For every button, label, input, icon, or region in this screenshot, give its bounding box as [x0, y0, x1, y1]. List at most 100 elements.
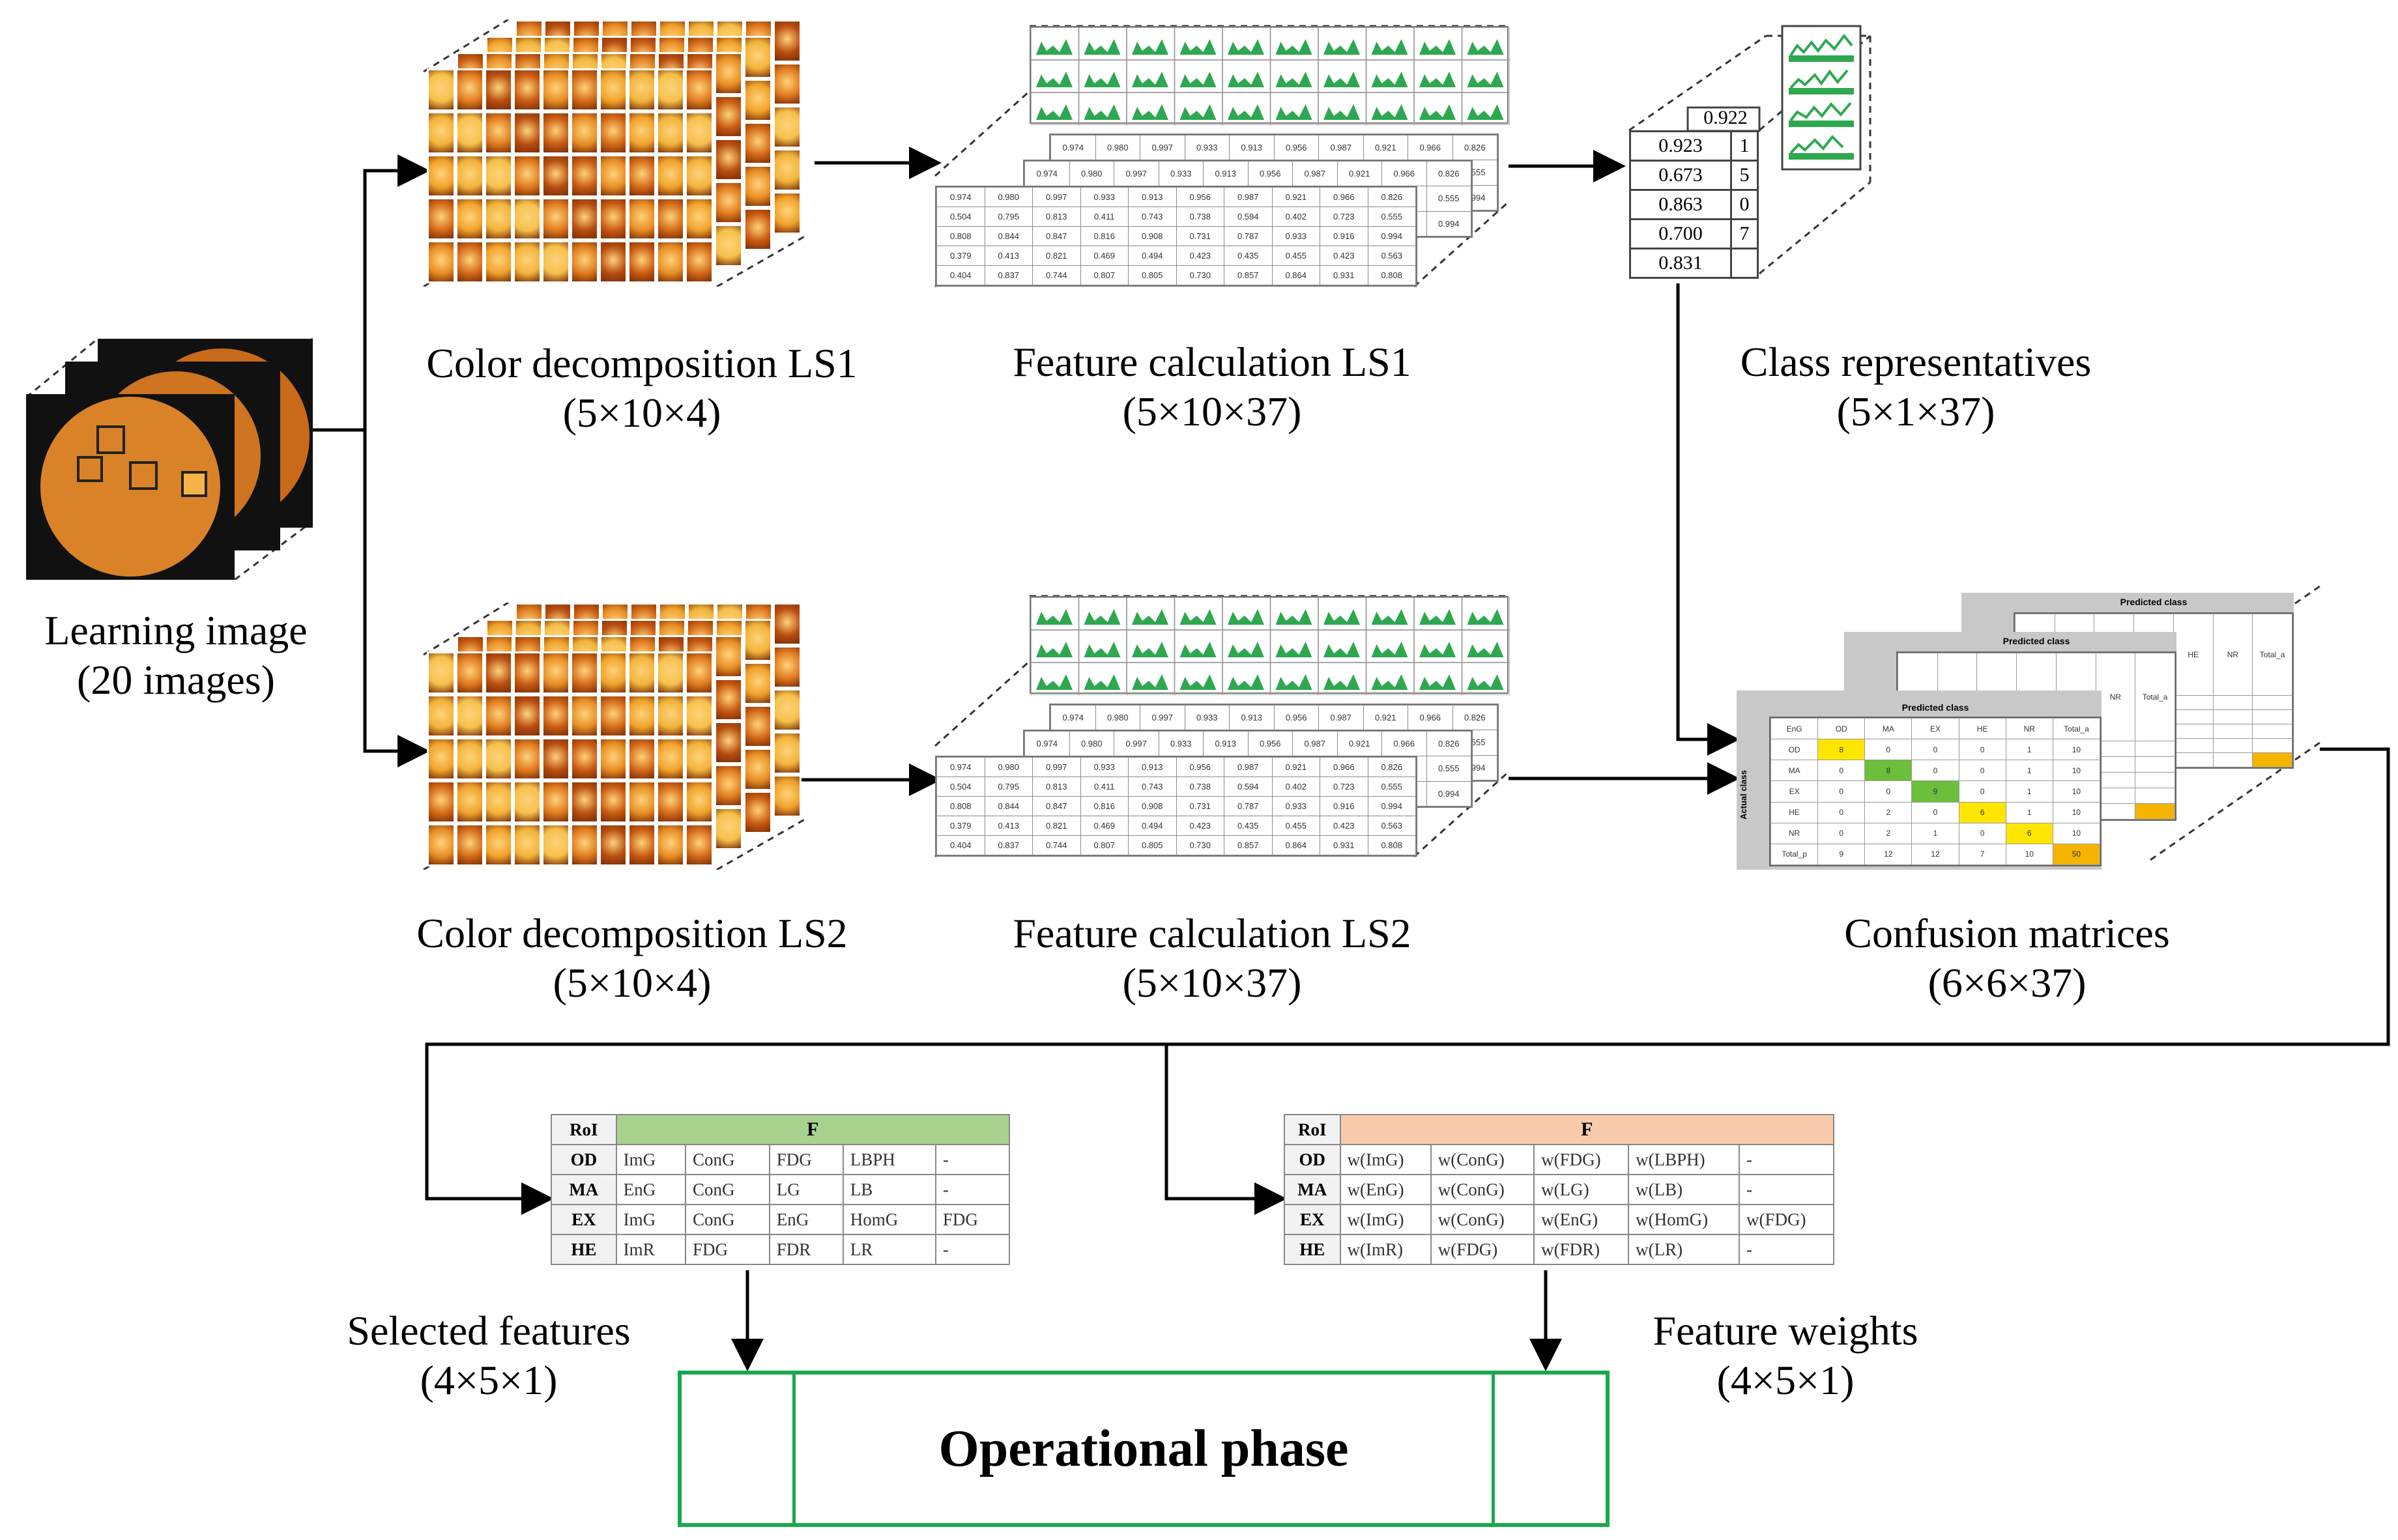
- feature-value-cell: 0.744: [1032, 835, 1081, 855]
- ftable-cell: w(LR): [1628, 1234, 1740, 1265]
- feature-value-cell: 0.956: [1273, 134, 1319, 161]
- confusion-cell: 50: [2052, 843, 2101, 866]
- confusion-cell: 0: [1817, 780, 1866, 803]
- color-tile: [773, 603, 802, 646]
- confusion-cell: [2095, 772, 2136, 789]
- feature-value-cell: 0.795: [984, 777, 1033, 797]
- color-tile: [628, 154, 656, 197]
- color-tile: [513, 737, 542, 780]
- feature-value-cell: 0.423: [1176, 246, 1224, 266]
- class-rep-side: 0: [1730, 189, 1759, 220]
- color-tile: [599, 737, 628, 780]
- confusion-cell: 1: [1911, 822, 1959, 844]
- feature-value-cell: 0.743: [1128, 207, 1177, 227]
- confusion-cell: [2252, 723, 2292, 739]
- ftable-cell: LBPH: [842, 1144, 936, 1175]
- class-rep-side: 7: [1730, 218, 1759, 250]
- feature-value-cell: 0.563: [1367, 816, 1416, 836]
- feature-value-cell: 0.966: [1320, 757, 1368, 777]
- confusion-cell: [2173, 737, 2214, 753]
- color-tile: [513, 651, 542, 694]
- feature-value-cell: 0.555: [1426, 186, 1471, 212]
- ftable-roi: EX: [551, 1204, 617, 1235]
- confusion-cell: 1: [2005, 801, 2053, 823]
- color-tile: [773, 192, 802, 235]
- feature-value-cell: 0.411: [1080, 777, 1129, 797]
- feature-value-cell: 0.966: [1408, 704, 1453, 731]
- feature-value-cell: 0.795: [984, 207, 1033, 227]
- color-tile: [744, 662, 772, 705]
- color-tile: [656, 737, 685, 780]
- feature-value-cell: 0.826: [1367, 187, 1416, 207]
- ftable-cell: FDG: [934, 1204, 1011, 1235]
- feature-value-cell: 0.913: [1203, 160, 1249, 187]
- ftable-cell: FDG: [685, 1234, 770, 1265]
- feature-value-cell: 0.966: [1381, 730, 1427, 757]
- color-tile: [570, 651, 599, 694]
- color-tile: [455, 780, 484, 823]
- confusion-col-header: NR: [2095, 652, 2136, 742]
- ftable-cell: w(FDR): [1533, 1234, 1630, 1265]
- feature-value-cell: 0.933: [1184, 134, 1230, 161]
- confusion-cell: 0: [1817, 801, 1866, 823]
- color-tile: [773, 106, 802, 149]
- color-tile: [427, 694, 455, 737]
- confusion-row-header: OD: [1770, 739, 1819, 761]
- confusion-cell: [2135, 803, 2175, 820]
- confusion-cell: [2173, 694, 2214, 710]
- feature-value-cell: 0.423: [1176, 816, 1224, 836]
- color-tile: [542, 694, 570, 737]
- color-decomposition-ls2-title: Color decomposition LS2: [416, 910, 848, 956]
- class-rep-value: 0.863: [1629, 189, 1732, 220]
- color-tile: [570, 823, 599, 866]
- color-tile: [513, 68, 542, 111]
- ftable-cell: w(LB): [1628, 1174, 1740, 1205]
- feature-value-cell: 0.837: [984, 835, 1033, 855]
- feature-value-cell: 0.997: [1140, 704, 1185, 731]
- color-tile: [685, 780, 714, 823]
- color-tile: [685, 154, 714, 197]
- feature-value-cell: 0.555: [1367, 207, 1416, 227]
- feature-value-cell: 0.847: [1032, 226, 1081, 246]
- feature-value-cell: 0.379: [936, 816, 985, 836]
- color-tile: [773, 149, 802, 192]
- color-tile: [628, 68, 656, 111]
- feature-value-cell: 0.402: [1271, 777, 1320, 797]
- color-tile: [656, 111, 685, 154]
- color-tile: [427, 111, 455, 154]
- feature-value-cell: 0.987: [1318, 134, 1364, 161]
- feature-value-cell: 0.435: [1224, 246, 1273, 266]
- confusion-cell: 10: [2052, 801, 2101, 823]
- connector-to-color-ls1: [363, 154, 430, 430]
- feature-value-cell: 0.402: [1271, 207, 1320, 227]
- confusion-cell: 0: [1958, 822, 2006, 844]
- color-tile: [685, 240, 714, 283]
- color-tile: [570, 240, 599, 283]
- color-tile: [714, 635, 743, 678]
- class-rep-side: 5: [1730, 160, 1759, 191]
- feature-value-cell: 0.816: [1080, 226, 1129, 246]
- class-rep-value: 0.700: [1629, 218, 1732, 250]
- color-tile: [685, 694, 714, 737]
- color-tile: [427, 197, 455, 240]
- feature-value-cell: 0.826: [1426, 730, 1471, 757]
- feature-value-cell: 0.504: [936, 207, 985, 227]
- confusion-col-header: EX: [1911, 717, 1959, 740]
- confusion-row-header: NR: [1770, 822, 1819, 844]
- feature-value-cell: 0.594: [1224, 207, 1273, 227]
- ftable-cell: LR: [842, 1234, 936, 1265]
- feature-value-cell: 0.997: [1114, 160, 1159, 187]
- color-tile: [656, 651, 685, 694]
- feature-histograms: [1030, 597, 1510, 696]
